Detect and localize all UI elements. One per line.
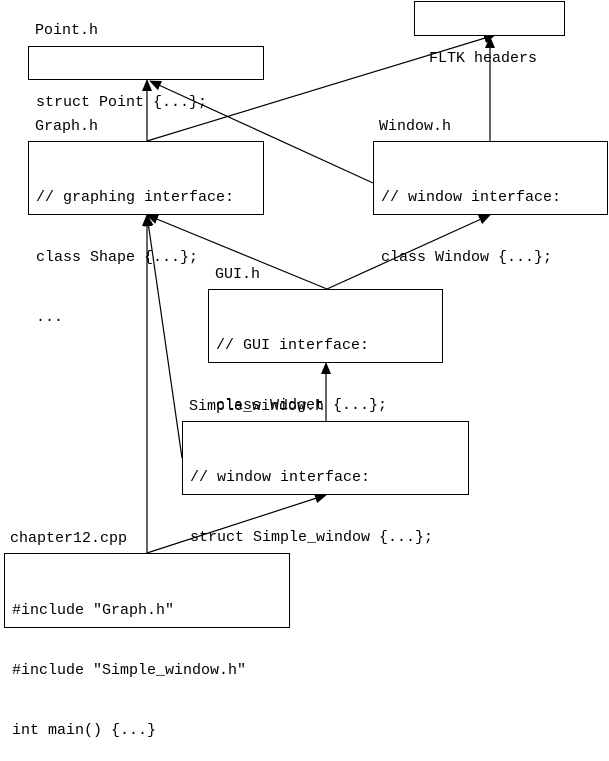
arrow-gui-to-graph bbox=[146, 214, 328, 290]
arrow-gui-to-window bbox=[326, 214, 491, 290]
arrow-window-to-point bbox=[149, 80, 374, 184]
node-line: struct Simple_window {...}; bbox=[190, 529, 434, 546]
node-graph-h: // graphing interface: class Shape {...}… bbox=[28, 141, 264, 326]
node-line: class Widget {...}; bbox=[216, 397, 388, 414]
arrow-graph-to-fltk bbox=[146, 33, 496, 142]
node-chapter12-cpp: #include "Graph.h" #include "Simple_wind… bbox=[4, 553, 290, 739]
node-line: #include "Simple_window.h" bbox=[12, 662, 247, 679]
dependency-arrows bbox=[142, 33, 496, 554]
node-line: #include "Graph.h" bbox=[12, 602, 175, 619]
node-line: // graphing interface: bbox=[36, 189, 235, 206]
node-label-window: Window.h bbox=[379, 118, 452, 135]
node-line: int main() {...} bbox=[12, 722, 157, 739]
node-window-h: // window interface: class Window {...};… bbox=[373, 141, 608, 326]
node-point-h: struct Point {...}; bbox=[28, 46, 264, 111]
node-line: ... bbox=[36, 309, 64, 326]
node-gui-h: // GUI interface: class Widget {...}; ..… bbox=[208, 289, 443, 474]
node-line: // GUI interface: bbox=[216, 337, 370, 354]
node-label-graph: Graph.h bbox=[35, 118, 99, 135]
node-line: // window interface: bbox=[381, 189, 562, 206]
node-line: // window interface: bbox=[190, 469, 371, 486]
node-fltk-headers: FLTK headers bbox=[414, 1, 565, 67]
node-label-gui: GUI.h bbox=[215, 266, 261, 283]
node-label-simple-window: Simple_window.h bbox=[189, 398, 325, 415]
node-label-chapter12: chapter12.cpp bbox=[10, 530, 128, 547]
arrow-simple-to-graph bbox=[143, 214, 183, 459]
arrow-chapter-to-simple bbox=[146, 493, 327, 554]
node-simple-window-h: // window interface: struct Simple_windo… bbox=[182, 421, 469, 606]
node-label-point: Point.h bbox=[35, 22, 99, 39]
node-line: class Shape {...}; bbox=[36, 249, 199, 266]
node-line: struct Point {...}; bbox=[36, 94, 208, 111]
node-line: FLTK headers bbox=[429, 50, 538, 67]
node-line: class Window {...}; bbox=[381, 249, 553, 266]
